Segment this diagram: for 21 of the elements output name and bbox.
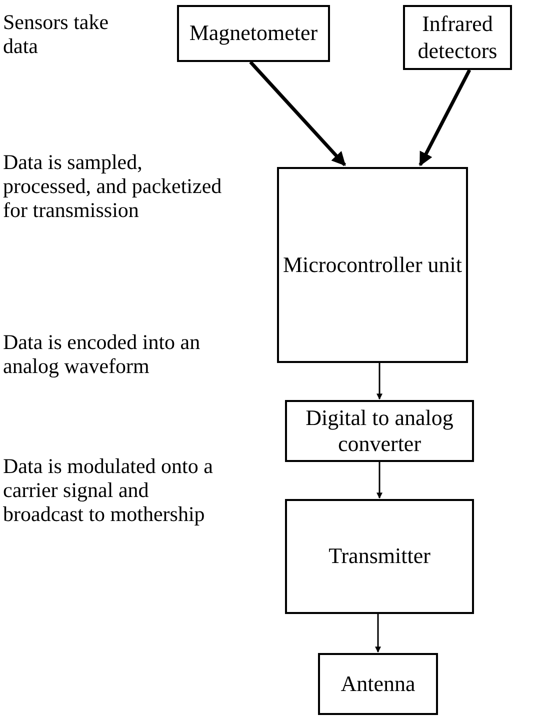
box-label: Magnetometer [189,20,318,47]
step-description: Data is encoded into an analog waveform [3,330,202,378]
process-box [277,167,468,363]
process-box [285,400,474,462]
step-description: Sensors take data [3,10,110,58]
process-box [403,5,512,70]
box-label: Infrared detectors [416,11,498,64]
box-label: Antenna [340,670,416,698]
arrow [375,614,381,653]
process-box [177,5,330,62]
arrow [418,69,472,166]
step-description: Data is sampled, processed, and packetized for transmission [3,150,223,222]
arrow [376,462,382,499]
process-box [285,499,474,614]
arrow [376,363,382,400]
box-label: Microcontroller unit [282,252,462,278]
box-label: Digital to analog converter [304,404,454,458]
step-description: Data is modulated onto a carrier signal and broadcast to mothership [3,454,214,526]
box-label: Transmitter [328,543,430,570]
process-box [318,653,438,715]
arrow [249,60,346,166]
